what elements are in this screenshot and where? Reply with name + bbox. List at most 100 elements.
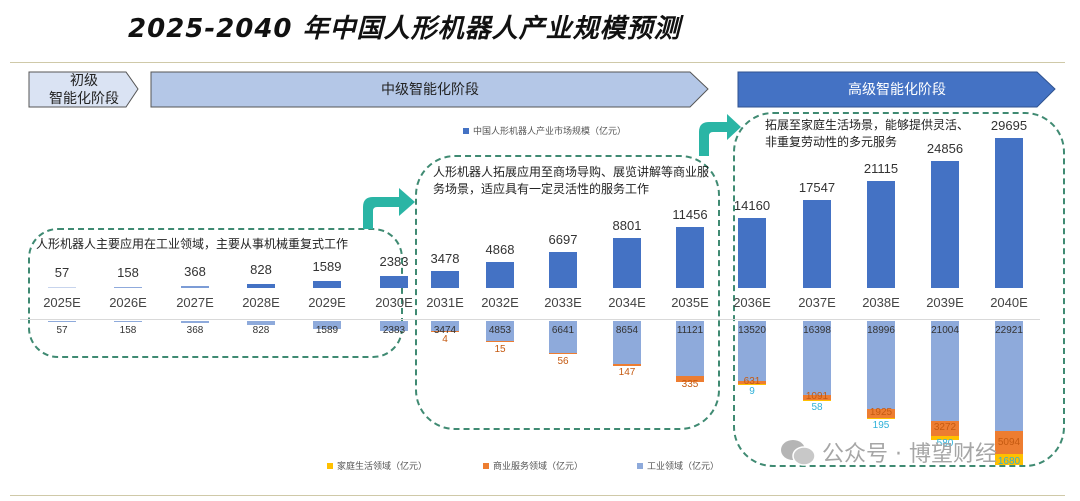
industrial-bar (738, 321, 766, 381)
commercial-bar (803, 395, 831, 400)
legend-total-label: 中国人形机器人产业市场规模（亿元） (473, 127, 627, 137)
industrial-value-label: 4853 (488, 325, 512, 336)
year-label: 2025E (43, 295, 81, 310)
stage-primary-label-2: 智能化阶段 (49, 90, 119, 107)
commercial-value-label: 5094 (997, 436, 1021, 448)
industrial-value-label: 16398 (803, 325, 831, 336)
year-label: 2035E (671, 295, 709, 310)
industrial-bar (114, 321, 142, 322)
stage-intermediate-label: 中级智能化阶段 (381, 81, 479, 98)
stage-advanced: 高级智能化阶段 (737, 71, 1057, 108)
total-value-label: 6697 (548, 232, 578, 247)
legend-commercial-label: 商业服务领域（亿元） (493, 462, 584, 472)
total-bar (313, 281, 341, 288)
industrial-value-label: 57 (56, 325, 68, 336)
stage-primary: 初级智能化阶段 (28, 71, 140, 108)
commercial-bar (867, 409, 895, 418)
page-title: 2025-2040 年中国人形机器人产业规模预测 (128, 14, 681, 44)
industrial-value-label: 368 (186, 325, 204, 336)
legend-commercial: 商业服务领域（亿元） (483, 459, 583, 472)
home-bar (867, 417, 895, 420)
watermark-text: 公众号 · 博望财经 (822, 442, 997, 467)
total-bar (867, 181, 895, 288)
total-bar (803, 200, 831, 288)
home-bar (931, 435, 959, 440)
total-bar (181, 286, 209, 288)
commercial-value-label: 335 (681, 379, 699, 390)
industrial-bar (486, 321, 514, 341)
year-label: 2026E (109, 295, 147, 310)
progress-arrow-icon (699, 114, 741, 156)
total-value-label: 24856 (926, 141, 964, 156)
industrial-bar (549, 321, 577, 353)
industrial-bar (48, 321, 76, 322)
total-value-label: 17547 (798, 180, 836, 195)
legend-industrial: 工业领域（亿元） (637, 459, 719, 472)
year-label: 2030E (375, 295, 413, 310)
legend-home-label: 家庭生活领域（亿元） (337, 462, 428, 472)
commercial-value-label: 1925 (869, 407, 893, 419)
industrial-value-label: 3474 (433, 325, 457, 336)
wechat-icon (781, 440, 816, 466)
industrial-bar (181, 321, 209, 323)
industrial-value-label: 13520 (738, 325, 766, 336)
watermark: 公众号 · 博望财经 (780, 436, 997, 468)
industrial-bar (431, 321, 459, 331)
year-label: 2036E (733, 295, 771, 310)
commercial-bar (995, 431, 1023, 455)
industrial-bar (613, 321, 641, 364)
note-intermediate: 人形机器人拓展应用至商场导购、展览讲解等商业服务场景，适应具有一定灵活性的服务工… (433, 165, 710, 196)
total-value-label: 4868 (485, 242, 515, 257)
industrial-bar (995, 321, 1023, 431)
industrial-value-label: 158 (119, 325, 137, 336)
industrial-value-label: 6641 (551, 325, 575, 336)
x-axis-line (20, 319, 1040, 320)
total-value-label: 828 (250, 262, 272, 277)
year-label: 2034E (608, 295, 646, 310)
home-value-label: 1680 (997, 456, 1021, 468)
industrial-bar (380, 321, 408, 331)
industrial-bar (931, 321, 959, 421)
year-label: 2040E (990, 295, 1028, 310)
region-intermediate (415, 155, 720, 430)
note-primary: 人形机器人主要应用在工业领域，主要从事机械重复式工作 (36, 237, 349, 251)
year-label: 2032E (481, 295, 519, 310)
total-value-label: 11456 (672, 207, 708, 222)
year-label: 2028E (242, 295, 280, 310)
commercial-bar (613, 364, 641, 367)
commercial-value-label: 1091 (805, 391, 829, 403)
year-label: 2037E (798, 295, 836, 310)
legend-home-swatch (327, 462, 333, 469)
stage-advanced-label: 高级智能化阶段 (848, 81, 946, 98)
commercial-bar (931, 421, 959, 436)
bottom-rule (10, 495, 1065, 496)
total-bar (114, 287, 142, 288)
total-value-label: 29695 (990, 118, 1028, 133)
legend-commercial-swatch (483, 462, 489, 469)
stage-intermediate: 中级智能化阶段 (150, 71, 710, 108)
total-bar (431, 271, 459, 288)
home-value-label: 580 (936, 437, 954, 449)
note-advanced: 拓展至家庭生活场景，能够提供灵活、非重复劳动性的多元服务 (765, 118, 970, 149)
total-bar (48, 287, 76, 288)
total-bar (549, 252, 577, 288)
total-value-label: 1589 (312, 259, 342, 274)
total-bar (613, 238, 641, 288)
industrial-value-label: 22921 (995, 325, 1023, 336)
commercial-value-label: 147 (618, 367, 636, 378)
year-label: 2033E (544, 295, 582, 310)
industrial-value-label: 1589 (315, 325, 339, 336)
home-bar (738, 383, 766, 385)
industrial-bar (867, 321, 895, 409)
legend-industrial-label: 工业领域（亿元） (647, 462, 720, 472)
total-value-label: 8801 (612, 218, 642, 233)
total-value-label: 57 (54, 265, 70, 280)
industrial-value-label: 18996 (867, 325, 895, 336)
total-bar (486, 262, 514, 288)
industrial-value-label: 11121 (676, 325, 704, 336)
total-value-label: 158 (117, 265, 139, 280)
total-value-label: 2383 (379, 254, 409, 269)
commercial-bar (549, 353, 577, 354)
total-value-label: 14160 (733, 198, 771, 213)
industrial-bar (803, 321, 831, 395)
